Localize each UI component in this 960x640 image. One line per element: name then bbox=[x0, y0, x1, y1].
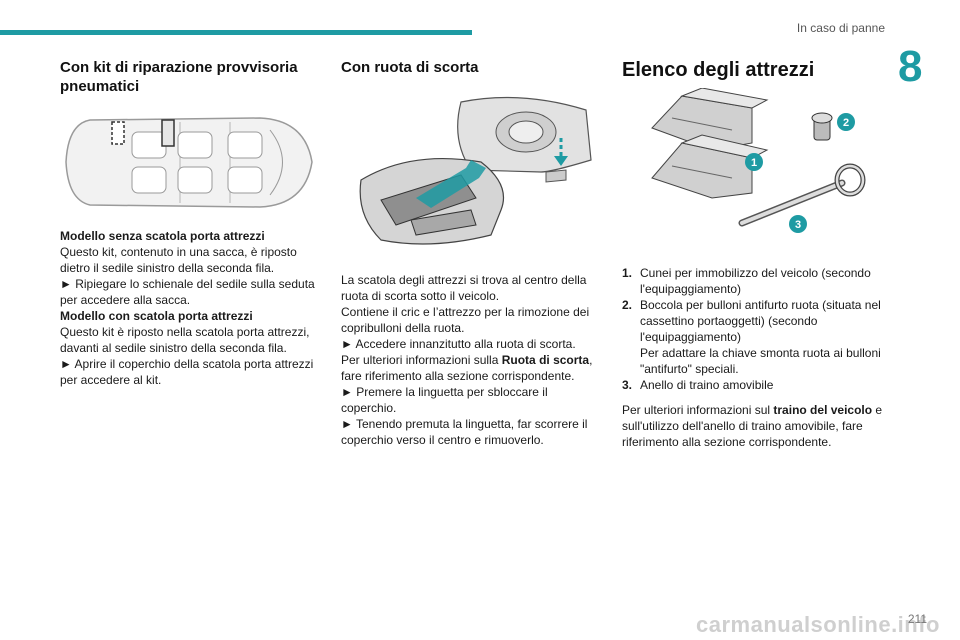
step-fold-seat: ► Ripiegare lo schienale del sedile sull… bbox=[60, 277, 315, 307]
list-item: 3. Anello di traino amovibile bbox=[622, 377, 884, 393]
paragraph-no-toolbox: Questo kit, contenuto in una sacca, è ri… bbox=[60, 245, 297, 275]
list-item: 2. Boccola per bulloni antifurto ruota (… bbox=[622, 297, 884, 377]
callout-3: 3 bbox=[795, 219, 801, 231]
step-access-spare-wheel: ► Accedere innanzitutto alla ruota di sc… bbox=[341, 337, 576, 351]
item-text: Anello di traino amovibile bbox=[640, 378, 774, 392]
item-text-main: Boccola per bulloni antifurto ruota (sit… bbox=[640, 298, 881, 344]
chapter-number: 8 bbox=[898, 42, 923, 91]
subheading-with-toolbox: Modello con scatola porta attrezzi bbox=[60, 309, 253, 323]
subheading-no-toolbox: Modello senza scatola porta attrezzi bbox=[60, 229, 265, 243]
paragraph-toolbox-contents: Contiene il cric e l’attrezzo per la rim… bbox=[341, 305, 590, 335]
paragraph-towing-info: Per ulteriori informazioni sul traino de… bbox=[622, 402, 884, 450]
list-item: 1. Cunei per immobilizzo del veicolo (se… bbox=[622, 265, 884, 297]
link-towing-section: traino del veicolo bbox=[773, 403, 873, 417]
step-press-tab: ► Premere la linguetta per sbloccare il … bbox=[341, 385, 548, 415]
repair-kit-text: Modello senza scatola porta attrezzi Que… bbox=[60, 228, 318, 388]
car-topview-illustration bbox=[60, 110, 318, 215]
tools-illustration: 1 2 3 bbox=[642, 88, 882, 238]
header-accent-bar bbox=[0, 30, 472, 35]
towing-prefix: Per ulteriori informazioni sul bbox=[622, 403, 774, 417]
item-text-extra: Per adattare la chiave smonta ruota ai b… bbox=[640, 346, 881, 376]
heading-tool-list: Elenco degli attrezzi bbox=[622, 59, 815, 81]
page-number: 211 bbox=[907, 612, 927, 626]
item-text: Cunei per immobilizzo del veicolo (secon… bbox=[640, 266, 871, 296]
tool-list: 1. Cunei per immobilizzo del veicolo (se… bbox=[622, 265, 884, 393]
more-info-prefix: Per ulteriori informazioni sulla bbox=[341, 353, 502, 367]
paragraph-more-info-spare: Per ulteriori informazioni sulla Ruota d… bbox=[341, 352, 599, 384]
heading-spare-wheel: Con ruota di scorta bbox=[341, 59, 479, 76]
spare-wheel-toolbox-illustration bbox=[351, 90, 596, 250]
item-number: 2. bbox=[622, 298, 633, 312]
link-spare-wheel-section: Ruota di scorta bbox=[501, 353, 590, 367]
watermark: carmanualsonline.info bbox=[696, 612, 940, 637]
step-slide-lid: ► Tenendo premuta la linguetta, far scor… bbox=[341, 417, 588, 447]
item-text: Boccola per bulloni antifurto ruota (sit… bbox=[640, 297, 884, 377]
callout-1: 1 bbox=[751, 157, 757, 169]
heading-repair-kit: Con kit di riparazione provvisoria pneum… bbox=[60, 59, 298, 95]
more-info-suffix: , fare riferimento alla sezione corrispo… bbox=[341, 353, 593, 383]
spare-wheel-text: La scatola degli attrezzi si trova al ce… bbox=[341, 272, 599, 448]
item-number: 1. bbox=[622, 266, 633, 280]
section-title: In caso di panne bbox=[796, 21, 885, 35]
callout-2: 2 bbox=[843, 117, 849, 129]
paragraph-with-toolbox: Questo kit è riposto nella scatola porta… bbox=[60, 325, 310, 355]
item-number: 3. bbox=[622, 378, 633, 392]
paragraph-toolbox-location: La scatola degli attrezzi si trova al ce… bbox=[341, 273, 587, 303]
step-open-lid: ► Aprire il coperchio della scatola port… bbox=[60, 357, 314, 387]
towing-suffix: e sull'utilizzo dell'anello di traino am… bbox=[622, 403, 883, 449]
